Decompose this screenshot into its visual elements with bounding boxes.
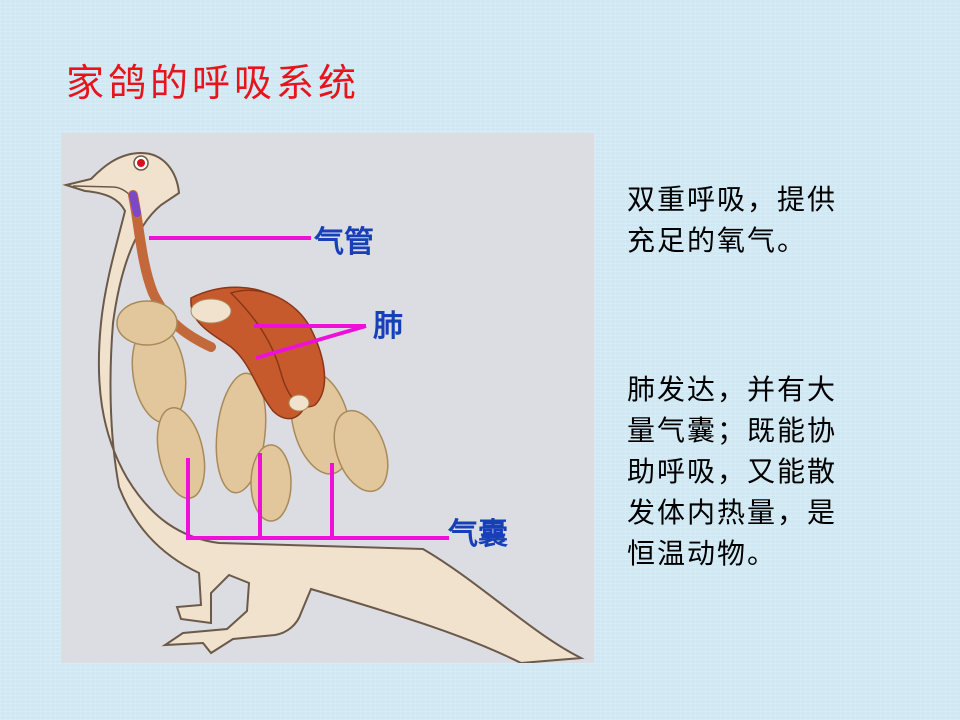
label-trachea: 气管 [314, 225, 374, 260]
pigeon-illustration [62, 151, 585, 663]
text-line: 量气囊；既能协 [627, 414, 838, 447]
text-line: 助呼吸，又能散 [627, 455, 838, 488]
slide-title: 家鸽的呼吸系统 [66, 61, 361, 105]
text-line: 双重呼吸，提供 [627, 183, 838, 216]
pointer-lines [149, 236, 449, 540]
text-block-lung-air-sac: 肺发达，并有大 量气囊；既能协 助呼吸，又能散 发体内热量，是 恒温动物。 [627, 369, 897, 574]
text-line: 肺发达，并有大 [627, 373, 838, 406]
text-block-dual-respiration: 双重呼吸，提供 充足的氧气。 [627, 179, 897, 261]
text-line: 恒温动物。 [627, 537, 778, 570]
text-line: 发体内热量，是 [627, 496, 838, 529]
trachea-tube [128, 190, 216, 352]
label-lung: 肺 [373, 309, 403, 344]
label-air-sac: 气囊 [448, 517, 508, 552]
pigeon-body [62, 151, 585, 663]
pigeon-respiratory-diagram: 气管 肺 气囊 [61, 133, 594, 663]
text-line: 充足的氧气。 [627, 224, 808, 257]
